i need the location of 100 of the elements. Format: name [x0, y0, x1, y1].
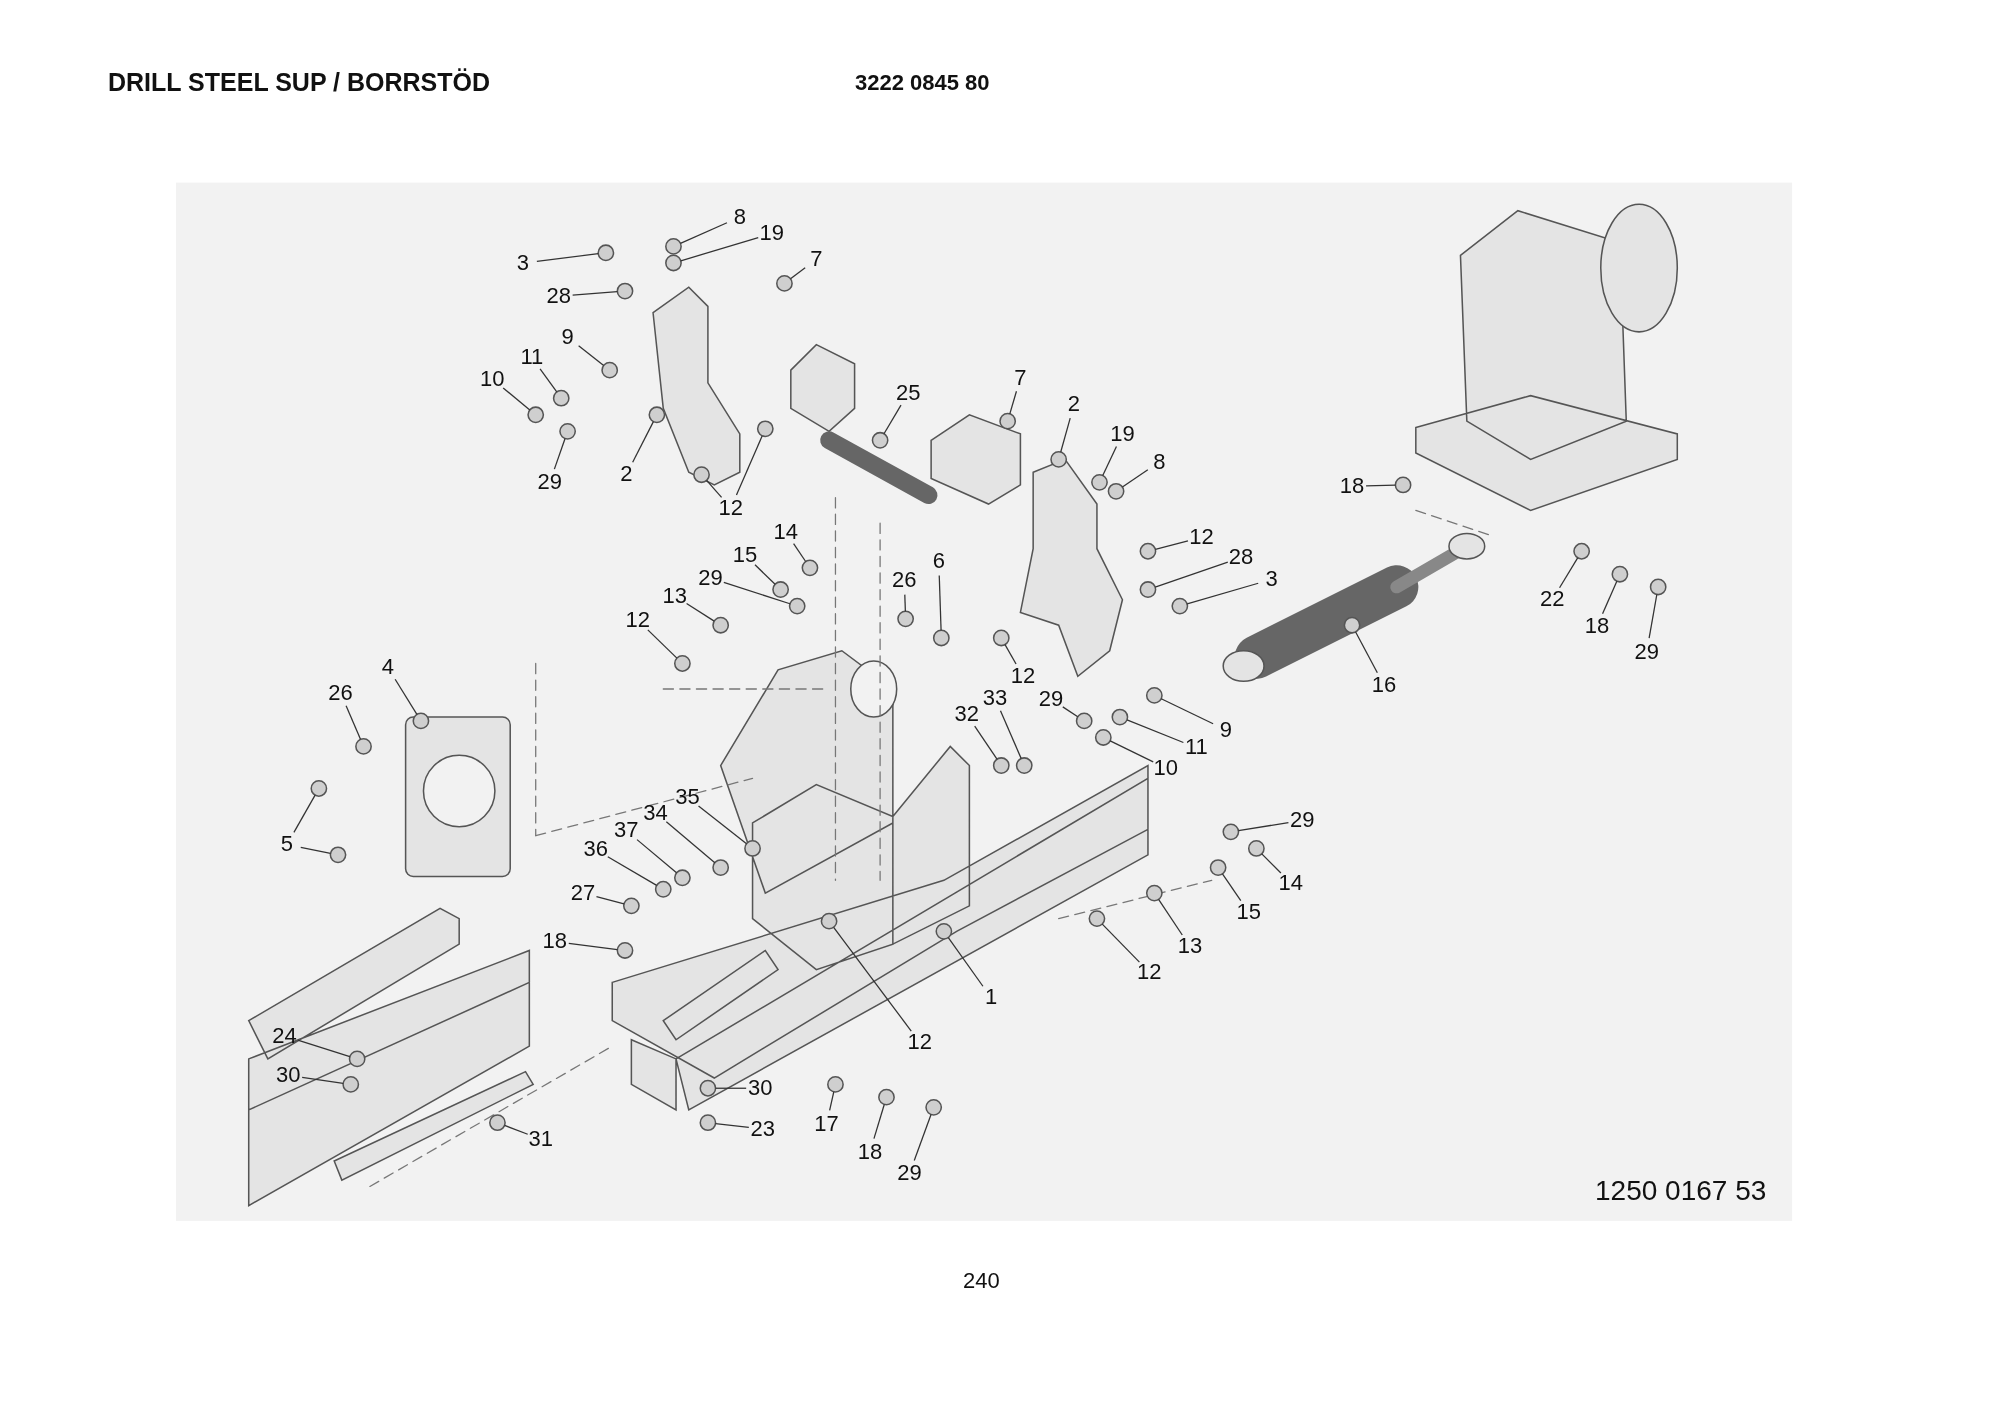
leader-line — [829, 1091, 835, 1111]
callout-number: 29 — [1038, 687, 1064, 710]
callout-number: 27 — [570, 881, 596, 904]
part-drawing — [412, 712, 430, 730]
part-drawing — [820, 912, 838, 930]
leader-line — [789, 267, 806, 280]
callout-number: 33 — [982, 686, 1008, 709]
part-drawing — [552, 389, 570, 407]
leader-line — [300, 846, 332, 854]
part-drawing — [1573, 542, 1591, 560]
part-drawing — [1171, 597, 1189, 615]
part-drawing — [342, 1076, 360, 1093]
part-drawing — [597, 244, 615, 262]
callout-number: 37 — [614, 819, 639, 842]
callout-number: 18 — [857, 1140, 883, 1163]
callout-number: 30 — [747, 1077, 773, 1099]
leader-line — [297, 1039, 351, 1058]
callout-number: 28 — [1228, 546, 1254, 569]
callout-number: 12 — [625, 608, 650, 631]
part-drawing — [935, 922, 953, 940]
part-drawing — [871, 431, 889, 449]
leader-line — [1237, 821, 1290, 832]
callout-number: 31 — [528, 1128, 554, 1150]
callout-number: 6 — [932, 550, 945, 573]
part-drawing — [601, 361, 619, 379]
part-drawing — [999, 412, 1017, 430]
leader-line — [1558, 557, 1579, 589]
leader-line — [1160, 698, 1214, 725]
leader-line — [1154, 561, 1229, 588]
callout-number: 14 — [1278, 871, 1304, 894]
callout-number: 26 — [328, 681, 353, 704]
leader-line — [568, 942, 619, 951]
callout-number: 12 — [1010, 665, 1036, 687]
callout-number: 8 — [1153, 450, 1166, 473]
callout-number: 29 — [1290, 809, 1315, 832]
part-drawing — [1111, 708, 1129, 726]
part-drawing — [1139, 542, 1157, 560]
leader-line — [723, 581, 791, 605]
callout-number: 11 — [1185, 736, 1208, 759]
callout-number: 22 — [1540, 588, 1565, 611]
part-drawing — [527, 406, 545, 424]
part-drawing — [1145, 884, 1163, 902]
part-drawing — [776, 274, 793, 292]
leader-line — [1060, 417, 1071, 453]
part-drawing — [673, 869, 691, 887]
part-drawing — [1343, 616, 1361, 634]
callout-number: 12 — [718, 496, 744, 519]
callout-number: 15 — [732, 543, 758, 566]
part-drawing — [878, 1088, 895, 1106]
callout-number: 18 — [1339, 474, 1365, 497]
leader-line — [578, 345, 605, 367]
drawing-number: 1250 0167 53 — [1595, 1175, 1767, 1207]
part-drawing — [1611, 565, 1629, 583]
leader-line — [999, 710, 1022, 760]
part-drawing — [559, 422, 577, 440]
part-drawing — [1075, 712, 1093, 730]
part-drawing — [665, 254, 682, 272]
callout-number: 29 — [698, 566, 723, 589]
callout-number: 28 — [546, 284, 571, 307]
leader-line — [913, 1113, 932, 1162]
part-drawing — [1247, 840, 1265, 857]
leader-line — [595, 896, 625, 905]
leader-line — [647, 629, 678, 659]
part-drawing — [699, 1079, 717, 1097]
part-drawing — [827, 1076, 844, 1093]
leader-line — [1121, 469, 1149, 488]
leader-line — [502, 387, 531, 411]
callout-number: 15 — [1236, 901, 1261, 923]
part-drawing — [897, 610, 915, 628]
callout-number: 4 — [381, 656, 394, 679]
part-drawing — [665, 238, 682, 255]
leader-line — [1109, 740, 1154, 763]
callout-number: 7 — [810, 247, 823, 270]
leader-line — [1101, 923, 1141, 963]
leader-line — [1157, 898, 1183, 936]
part-drawing — [1139, 581, 1157, 598]
part-drawing — [1094, 729, 1112, 746]
callout-number: 19 — [759, 222, 784, 245]
callout-number: 19 — [1110, 422, 1135, 445]
leader-line — [665, 821, 716, 864]
leader-line — [1062, 706, 1079, 718]
part-drawing — [616, 282, 634, 300]
leader-line — [947, 936, 984, 987]
part-drawing — [788, 597, 806, 615]
leader-line — [607, 856, 658, 887]
callout-number: 9 — [561, 325, 574, 348]
part-drawing — [693, 466, 710, 484]
part-drawing — [772, 581, 790, 598]
part-drawing — [355, 738, 372, 755]
part-drawing — [348, 1050, 366, 1068]
leader-line — [1365, 484, 1397, 487]
part-drawing — [1015, 757, 1033, 774]
callout-number: 1 — [984, 986, 998, 1009]
leader-line — [679, 222, 728, 244]
part-drawing — [801, 559, 819, 577]
leader-line — [345, 705, 362, 740]
leader-line — [1355, 631, 1378, 674]
callout-number: 13 — [662, 584, 687, 607]
leader-line — [1004, 644, 1017, 665]
leader-line — [1221, 873, 1242, 902]
